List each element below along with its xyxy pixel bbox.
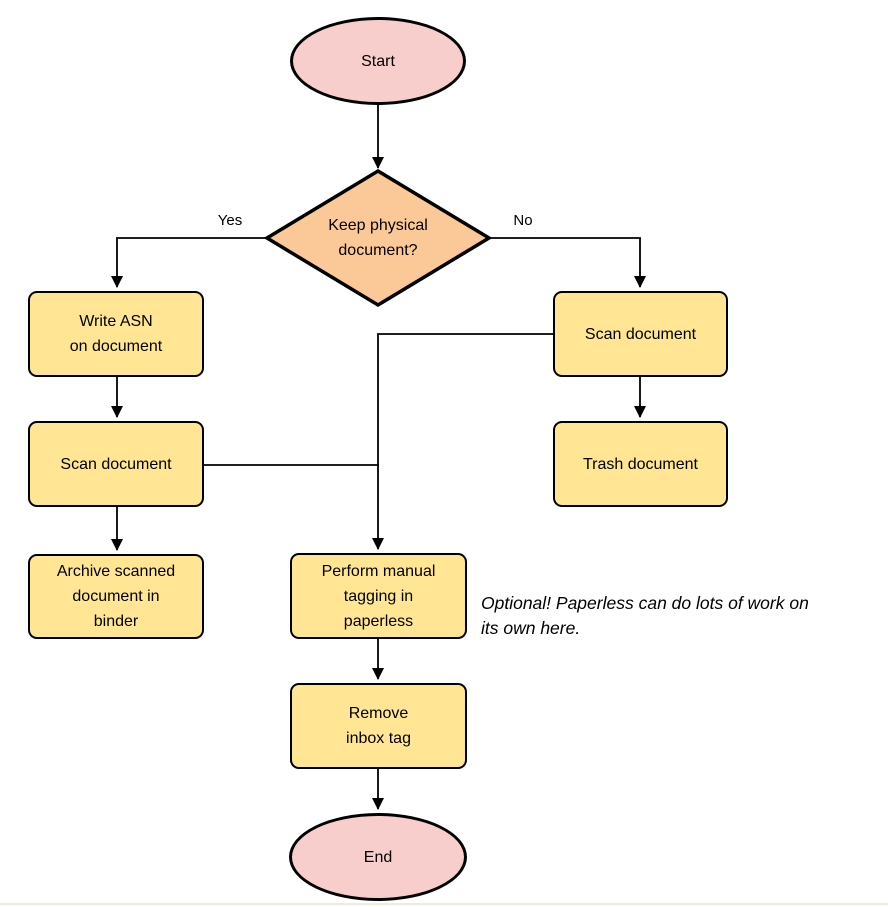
- yes-edge-label: Yes: [200, 212, 260, 230]
- end-terminal: End: [289, 813, 467, 901]
- start-terminal: Start: [290, 17, 466, 105]
- start-label: Start: [361, 52, 395, 70]
- decision-label: Keep physical document?: [328, 217, 428, 259]
- manual-tagging-label: Perform manual tagging in paperless: [321, 562, 436, 630]
- scan-document-left-node: Scan document: [28, 421, 204, 507]
- connector-decision-no-to-scan-right: [490, 237, 646, 288]
- scan-document-right-label: Scan document: [584, 325, 697, 343]
- decision-diamond-shape: [264, 168, 492, 308]
- connector-decision-yes-to-write-asn: [111, 237, 266, 288]
- write-asn-node: Write ASN on document: [28, 291, 204, 377]
- bottom-edge-line: [0, 903, 888, 905]
- archive-binder-label: Archive scanned document in binder: [56, 563, 176, 630]
- no-edge-label: No: [496, 212, 550, 230]
- scan-document-left-label: Scan document: [60, 455, 172, 473]
- scan-document-right-node: Scan document: [553, 291, 728, 377]
- manual-tagging-node: Perform manual tagging in paperless: [290, 553, 467, 639]
- remove-inbox-tag-node: Remove inbox tag: [290, 683, 467, 769]
- note-text: Optional! Paperless can do lots of work …: [481, 593, 809, 638]
- end-label: End: [363, 848, 393, 866]
- trash-document-label: Trash document: [582, 455, 698, 473]
- archive-binder-node: Archive scanned document in binder: [28, 554, 204, 639]
- remove-inbox-tag-label: Remove inbox tag: [346, 705, 411, 747]
- trash-document-node: Trash document: [553, 421, 728, 507]
- write-asn-label: Write ASN on document: [69, 313, 163, 355]
- connector-scan-right-to-tagging: [372, 333, 553, 550]
